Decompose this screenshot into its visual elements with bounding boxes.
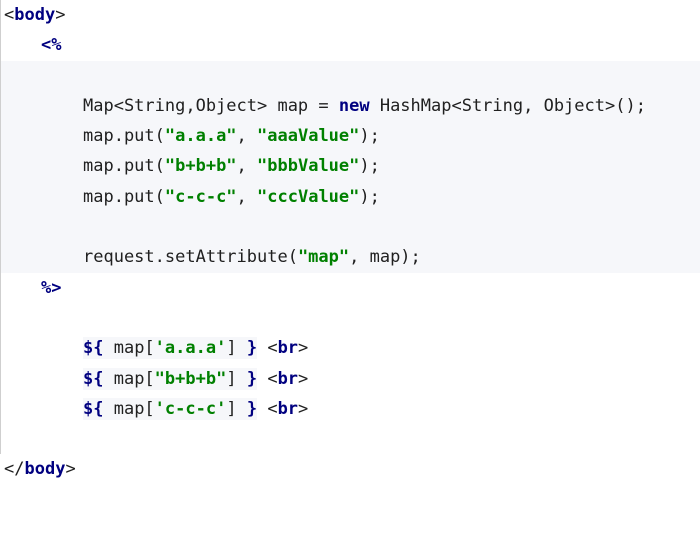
tag-bracket: > (298, 338, 309, 359)
code-line-15[interactable] (1, 424, 700, 454)
code-line-4[interactable]: Map<String,Object> map = new HashMap<Str… (1, 90, 700, 122)
el-open: ${ (83, 398, 104, 419)
code-text: ] (226, 338, 247, 359)
string-literal: "bbbValue" (257, 156, 360, 177)
tag-name: body (14, 5, 56, 25)
code-line-6[interactable]: map.put("b+b+b", "bbbValue"); (1, 151, 700, 182)
code-text (257, 338, 267, 358)
code-text: ); (359, 186, 380, 207)
keyword: new (338, 95, 370, 116)
line-content: map.put("a.a.a", "aaaValue"); (4, 121, 380, 151)
code-line-14[interactable]: ${ map['c-c-c'] } <br> (1, 394, 700, 424)
string-literal: "b+b+b" (164, 156, 237, 177)
code-text: map[ (103, 368, 155, 389)
code-text: request.setAttribute( (83, 247, 298, 268)
tag-name: body (24, 459, 66, 480)
string-literal: "c-c-c" (164, 186, 237, 207)
code-text: map.put( (83, 186, 165, 207)
code-text: , (236, 126, 258, 147)
tag-bracket: > (298, 398, 309, 419)
code-line-7[interactable]: map.put("c-c-c", "cccValue"); (1, 181, 700, 213)
string-literal: "aaaValue" (257, 126, 360, 147)
code-text: ); (359, 156, 380, 177)
code-line-5[interactable]: map.put("a.a.a", "aaaValue"); (1, 121, 700, 152)
string-literal: 'a.a.a' (154, 338, 227, 359)
line-content: ${ map["b+b+b"] } <br> (4, 364, 308, 394)
string-literal: "b+b+b" (154, 368, 227, 389)
tag-bracket: < (267, 368, 278, 389)
code-text: , (236, 186, 258, 207)
code-text: ] (226, 398, 247, 419)
el-expression: ${ map['a.a.a'] } (83, 337, 258, 360)
el-expression: ${ map['c-c-c'] } (83, 397, 258, 420)
line-content: map.put("b+b+b", "bbbValue"); (4, 151, 380, 181)
code-text: map.put( (83, 126, 165, 147)
code-line-8[interactable] (1, 212, 700, 243)
code-line-12[interactable]: ${ map['a.a.a'] } <br> (1, 333, 700, 363)
line-content: </body> (4, 454, 76, 484)
code-line-1[interactable]: <body> (1, 0, 700, 30)
code-line-3[interactable] (1, 60, 700, 91)
code-text: ); (359, 126, 380, 147)
line-content: ${ map['a.a.a'] } <br> (4, 333, 308, 363)
code-text (257, 369, 267, 389)
string-literal: 'c-c-c' (154, 398, 227, 419)
code-line-16[interactable]: </body> (1, 454, 700, 484)
scriptlet-open: <% (41, 35, 62, 56)
code-text: map[ (103, 398, 155, 419)
tag-bracket: < (267, 338, 278, 359)
code-line-13[interactable]: ${ map["b+b+b"] } <br> (1, 364, 700, 394)
el-expression: ${ map["b+b+b"] } (83, 367, 258, 390)
line-content: %> (4, 273, 61, 303)
string-literal: "cccValue" (257, 186, 360, 207)
tag-name: br (277, 368, 299, 389)
el-close: } (246, 398, 258, 419)
tag-bracket: < (4, 5, 15, 25)
code-text (257, 399, 267, 419)
code-line-10[interactable]: %> (1, 273, 700, 303)
el-close: } (246, 368, 258, 389)
string-literal: "a.a.a" (164, 126, 237, 147)
code-text: , (236, 156, 258, 177)
tag-bracket: > (55, 5, 66, 25)
line-content: request.setAttribute("map", map); (4, 242, 421, 272)
tag-bracket: </ (4, 459, 25, 480)
string-literal: "map" (297, 247, 350, 268)
el-open: ${ (83, 368, 104, 389)
el-close: } (246, 338, 258, 359)
line-content: map.put("c-c-c", "cccValue"); (4, 182, 380, 212)
line-content: <body> (4, 0, 65, 30)
code-line-2[interactable]: <% (1, 30, 700, 60)
code-text: Map<String,Object> map = (83, 95, 339, 116)
code-text: , map); (349, 247, 421, 268)
scriptlet-close: %> (41, 277, 62, 298)
tag-name: br (277, 338, 299, 359)
code-text: map[ (103, 338, 155, 359)
line-content: <% (4, 30, 61, 60)
code-text: map.put( (83, 156, 165, 177)
code-editor[interactable]: <body> <% Map<String,Object> map = new H… (0, 0, 700, 479)
line-content: ${ map['c-c-c'] } <br> (4, 394, 308, 424)
code-line-11[interactable] (1, 303, 700, 333)
tag-bracket: < (267, 398, 278, 419)
code-text: ] (226, 368, 247, 389)
line-content: Map<String,Object> map = new HashMap<Str… (4, 91, 646, 121)
el-open: ${ (83, 338, 104, 359)
tag-bracket: > (298, 368, 309, 389)
tag-name: br (277, 398, 299, 419)
tag-bracket: > (65, 459, 76, 480)
code-text: HashMap<String, Object>(); (369, 95, 646, 116)
code-line-9[interactable]: request.setAttribute("map", map); (1, 242, 700, 273)
